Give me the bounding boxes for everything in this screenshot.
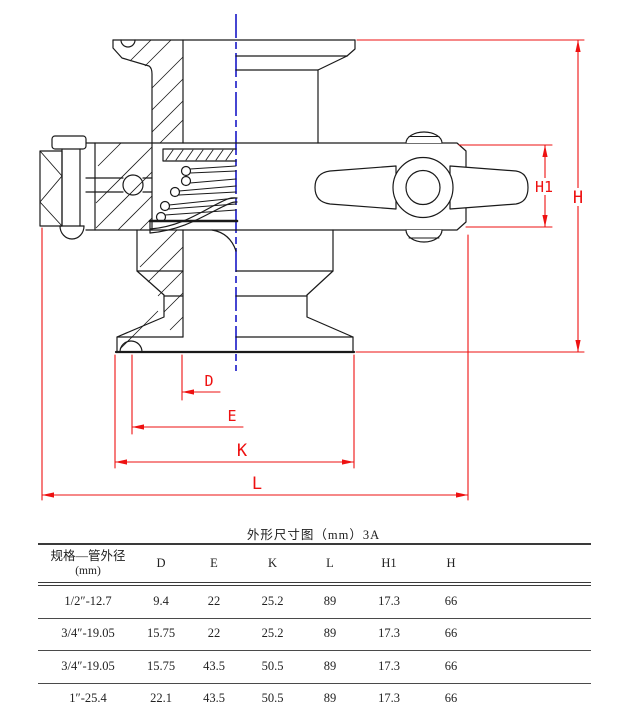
- cell-k: 25.2: [261, 593, 284, 608]
- cell-d: 15.75: [146, 626, 176, 641]
- dimension-table: 规格—管外径 (mm) D E K L H1 H 1/2″-12.7 9.4 2…: [38, 543, 591, 712]
- col-header-k: K: [267, 555, 278, 570]
- dim-label-k: K: [237, 441, 248, 461]
- dim-label-d: D: [204, 372, 213, 390]
- cell-spec: 3/4″-19.05: [61, 626, 115, 641]
- col-header-spec-line1: 规格—管外径: [50, 548, 126, 563]
- cell-h1: 17.3: [378, 626, 400, 641]
- cell-d: 9.4: [153, 593, 169, 608]
- cell-l: 89: [323, 626, 337, 641]
- table-row: 3/4″-19.05 15.75 43.5 50.5 89 17.3 66: [38, 651, 591, 684]
- cell-h1: 17.3: [378, 658, 400, 673]
- cell-l: 89: [323, 593, 337, 608]
- cell-h1: 17.3: [378, 691, 400, 706]
- cell-l: 89: [323, 691, 337, 706]
- valve-outline: [39, 39, 529, 354]
- dim-label-e: E: [227, 407, 236, 425]
- col-header-h1: H1: [381, 555, 397, 570]
- dim-label-l: L: [252, 474, 262, 494]
- cell-spec: 3/4″-19.05: [61, 658, 115, 673]
- dim-label-h: H: [573, 188, 583, 208]
- cell-spec: 1″-25.4: [69, 691, 107, 706]
- cell-h: 66: [444, 626, 458, 641]
- table-row: 3/4″-19.05 15.75 22 25.2 89 17.3 66: [38, 619, 591, 651]
- cell-d: 15.75: [146, 658, 176, 673]
- table-row: 1/2″-12.7 9.4 22 25.2 89 17.3 66: [38, 586, 591, 619]
- cell-e: 43.5: [203, 658, 225, 673]
- col-header-spec: 规格—管外径 (mm): [38, 549, 138, 579]
- table-row: 1″-25.4 22.1 43.5 50.5 89 17.3 66: [38, 684, 591, 712]
- drawing-title: 外形尺寸图（mm）3A: [246, 528, 381, 542]
- table-header-row: 规格—管外径 (mm) D E K L H1 H: [38, 545, 591, 586]
- cell-h1: 17.3: [378, 593, 400, 608]
- cell-k: 50.5: [261, 658, 284, 673]
- valve-technical-drawing: D E K L H1 H: [39, 14, 587, 501]
- section-hatching: [95, 39, 184, 350]
- cell-e: 43.5: [203, 691, 225, 706]
- col-header-e: E: [210, 555, 218, 570]
- cell-e: 22: [207, 593, 221, 608]
- cell-spec: 1/2″-12.7: [64, 593, 112, 608]
- dim-label-h1: H1: [535, 178, 553, 196]
- cell-e: 22: [207, 626, 221, 641]
- cell-k: 25.2: [261, 626, 284, 641]
- cell-h: 66: [444, 593, 458, 608]
- col-header-h: H: [446, 555, 456, 570]
- cell-d: 22.1: [150, 691, 172, 706]
- dimension-arrows: [42, 40, 581, 498]
- cell-h: 66: [444, 658, 458, 673]
- col-header-d: D: [156, 555, 166, 570]
- col-header-spec-line2: (mm): [75, 565, 101, 578]
- cell-l: 89: [323, 658, 337, 673]
- dimension-labels: D E K L H1 H: [204, 178, 587, 494]
- cell-k: 50.5: [261, 691, 284, 706]
- col-header-l: L: [326, 555, 334, 570]
- dimension-lines: [41, 39, 585, 501]
- cell-h: 66: [444, 691, 458, 706]
